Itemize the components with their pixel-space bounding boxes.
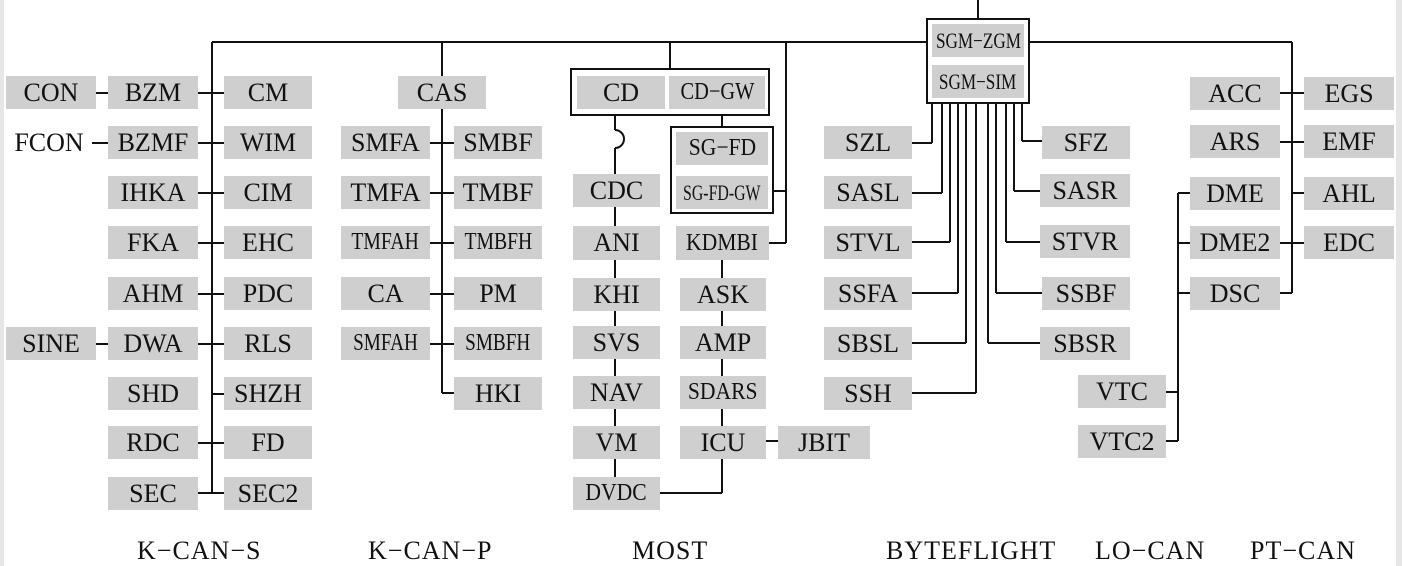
node-hki: HKI bbox=[454, 377, 542, 410]
node-fka: FKA bbox=[108, 226, 198, 259]
cd-group-box bbox=[570, 68, 770, 116]
node-edc: EDC bbox=[1304, 226, 1394, 259]
node-jbit: JBIT bbox=[778, 426, 870, 459]
node-vm: VM bbox=[573, 426, 660, 459]
node-egs: EGS bbox=[1304, 77, 1394, 110]
node-acc: ACC bbox=[1190, 77, 1280, 110]
bus-label-pt-can: PT−CAN bbox=[1250, 536, 1356, 565]
node-bzmf: BZMF bbox=[108, 126, 198, 159]
node-pm: PM bbox=[454, 277, 542, 310]
node-ahm: AHM bbox=[108, 277, 198, 310]
node-ask: ASK bbox=[680, 278, 766, 311]
node-ani: ANI bbox=[573, 226, 660, 260]
node-tmfah: TMFAH bbox=[341, 226, 430, 259]
node-sfz: SFZ bbox=[1042, 126, 1130, 159]
node-sg-fd: SG−FD bbox=[676, 132, 768, 165]
node-svs: SVS bbox=[573, 326, 660, 359]
node-cm: CM bbox=[224, 76, 312, 109]
sgm-group-box bbox=[926, 18, 1030, 104]
node-dme: DME bbox=[1190, 177, 1280, 210]
node-ahl: AHL bbox=[1304, 177, 1394, 210]
node-sasr: SASR bbox=[1040, 174, 1130, 207]
node-vtc: VTC bbox=[1078, 375, 1166, 408]
node-sbsr: SBSR bbox=[1040, 327, 1130, 360]
node-rdc: RDC bbox=[108, 426, 198, 459]
node-ca: CA bbox=[341, 277, 430, 310]
bus-label-lo-can: LO−CAN bbox=[1095, 536, 1206, 565]
node-tmbf: TMBF bbox=[454, 176, 542, 209]
node-fcon: FCON bbox=[14, 127, 84, 157]
node-ars: ARS bbox=[1190, 125, 1280, 158]
sg-fd-group-box bbox=[670, 126, 774, 214]
node-kdmbi: KDMBI bbox=[676, 226, 769, 260]
node-smbfh: SMBFH bbox=[454, 327, 542, 360]
node-szl: SZL bbox=[824, 126, 912, 159]
node-sasl: SASL bbox=[824, 176, 912, 209]
node-tmbfh: TMBFH bbox=[454, 226, 542, 259]
node-sec: SEC bbox=[108, 477, 198, 510]
bus-label-most: MOST bbox=[632, 536, 709, 565]
bus-label-k-can-p: K−CAN−P bbox=[368, 536, 493, 565]
node-sbsl: SBSL bbox=[824, 327, 912, 360]
node-wim: WIM bbox=[224, 126, 312, 159]
node-sdars: SDARS bbox=[680, 376, 766, 409]
node-smbf: SMBF bbox=[454, 126, 542, 159]
node-fd: FD bbox=[224, 426, 312, 459]
node-stvl: STVL bbox=[824, 226, 912, 259]
node-icu: ICU bbox=[680, 426, 766, 459]
node-cdc: CDC bbox=[573, 174, 660, 207]
node-shzh: SHZH bbox=[224, 377, 312, 410]
node-sec2: SEC2 bbox=[224, 477, 312, 510]
node-cim: CIM bbox=[224, 176, 312, 209]
node-sg-fd-gw: SG-FD-GW bbox=[676, 176, 768, 209]
node-ssfa: SSFA bbox=[824, 277, 912, 310]
node-vtc2: VTC2 bbox=[1078, 425, 1166, 458]
node-emf: EMF bbox=[1304, 125, 1394, 158]
node-pdc: PDC bbox=[224, 277, 312, 310]
node-ssbf: SSBF bbox=[1042, 277, 1130, 310]
node-khi: KHI bbox=[573, 278, 660, 311]
node-dme2: DME2 bbox=[1190, 226, 1280, 259]
node-cd: CD bbox=[577, 76, 665, 109]
node-nav: NAV bbox=[573, 376, 660, 409]
node-smfah: SMFAH bbox=[341, 327, 430, 360]
node-ssh: SSH bbox=[824, 377, 912, 410]
node-stvr: STVR bbox=[1040, 225, 1130, 258]
node-rls: RLS bbox=[224, 327, 312, 360]
node-ehc: EHC bbox=[224, 226, 312, 259]
node-dsc: DSC bbox=[1190, 277, 1280, 310]
node-cas: CAS bbox=[398, 76, 486, 109]
node-sine: SINE bbox=[6, 327, 96, 360]
node-sgm-sim: SGM−SIM bbox=[932, 65, 1024, 98]
bus-label-byteflight: BYTEFLIGHT bbox=[886, 536, 1057, 565]
node-tmfa: TMFA bbox=[341, 176, 430, 209]
node-bzm: BZM bbox=[108, 76, 198, 109]
bus-label-k-can-s: K−CAN−S bbox=[137, 536, 262, 565]
node-dvdc: DVDC bbox=[573, 477, 660, 510]
node-con: CON bbox=[6, 76, 96, 109]
node-smfa: SMFA bbox=[341, 126, 430, 159]
node-ihka: IHKA bbox=[108, 176, 198, 209]
node-shd: SHD bbox=[108, 377, 198, 410]
node-sgm-zgm: SGM−ZGM bbox=[932, 24, 1024, 57]
node-dwa: DWA bbox=[108, 327, 198, 360]
node-amp: AMP bbox=[680, 326, 766, 359]
node-cd-gw: CD−GW bbox=[669, 76, 765, 109]
